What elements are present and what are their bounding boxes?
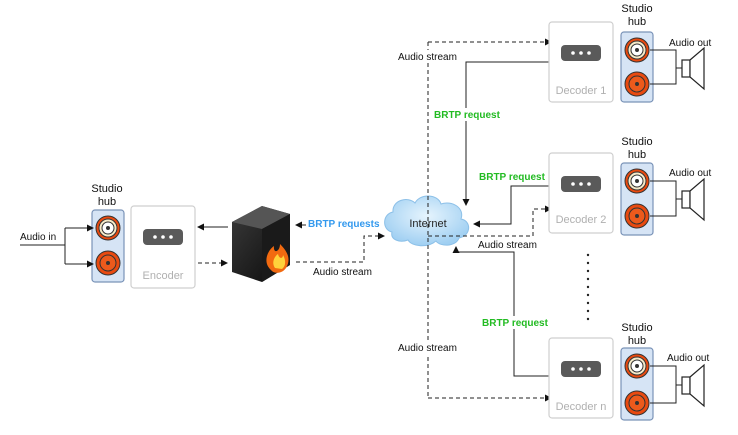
encoder-box bbox=[130, 205, 196, 289]
xlr-connector-icon bbox=[95, 215, 121, 241]
studio-label: Studio bbox=[621, 136, 652, 148]
studio-hub-encoder: Studio hub bbox=[91, 183, 125, 283]
audio-out-label: Audio out bbox=[669, 38, 711, 49]
hub-label: hub bbox=[628, 16, 646, 28]
xlr-connector-icon bbox=[624, 353, 650, 379]
decoder-2-label: Decoder 2 bbox=[556, 214, 607, 226]
brtp-request-lines: BRTP request BRTP request BRTP request bbox=[432, 61, 550, 377]
decoder-n-label: Decoder n bbox=[556, 401, 607, 413]
audio-stream-label-n: Audio stream bbox=[398, 343, 457, 354]
studio-label: Studio bbox=[621, 322, 652, 334]
studio-hub-decoder-n: Studio hub Audio out bbox=[620, 322, 709, 421]
audio-stream-firewall-arrow bbox=[296, 232, 385, 263]
audio-stream-label-1: Audio stream bbox=[398, 52, 457, 63]
decoder-1-device: Decoder 1 bbox=[548, 21, 614, 103]
decoder-1-label: Decoder 1 bbox=[556, 85, 607, 97]
brtp-request-label-2: BRTP request bbox=[479, 172, 546, 183]
hub-label: hub bbox=[628, 335, 646, 347]
hub-label: hub bbox=[628, 149, 646, 161]
firewall-icon bbox=[232, 206, 290, 282]
audio-stream-label-2: Audio stream bbox=[478, 240, 537, 251]
decoder-2-device: Decoder 2 bbox=[548, 152, 614, 234]
cloud-icon: Internet bbox=[384, 195, 470, 247]
brtp-requests-label: BRTP requests bbox=[308, 219, 380, 230]
speaker-icon bbox=[681, 46, 705, 91]
xlr-connector-icon bbox=[624, 71, 650, 97]
studio-label: Studio bbox=[621, 3, 652, 15]
audio-stream-trunk: Audio stream Audio stream Audio stream bbox=[396, 38, 552, 402]
speaker-icon bbox=[681, 177, 705, 222]
studio-hub-decoder-2: Studio hub Audio out bbox=[620, 136, 711, 236]
hub-label: hub bbox=[98, 196, 116, 208]
brtp-request-label-n: BRTP request bbox=[482, 318, 549, 329]
encoder-label: Encoder bbox=[143, 270, 184, 282]
xlr-connector-icon bbox=[624, 390, 650, 416]
audio-in-label: Audio in bbox=[20, 232, 56, 243]
audio-stream-label: Audio stream bbox=[313, 267, 372, 278]
brtp-request-label-1: BRTP request bbox=[434, 110, 501, 121]
speaker-icon bbox=[681, 363, 705, 408]
encoder-device: Encoder bbox=[130, 205, 196, 289]
audio-out-label: Audio out bbox=[669, 168, 711, 179]
xlr-connector-icon bbox=[624, 37, 650, 63]
audio-out-label: Audio out bbox=[667, 353, 709, 364]
audio-in-connection: Audio in bbox=[20, 224, 94, 268]
more-decoders-dots bbox=[586, 253, 590, 321]
studio-label: Studio bbox=[91, 183, 122, 195]
studio-hub-decoder-1: Studio hub Audio out bbox=[620, 3, 711, 103]
xlr-connector-icon bbox=[95, 250, 121, 276]
xlr-connector-icon bbox=[624, 203, 650, 229]
xlr-connector-icon bbox=[624, 168, 650, 194]
decoder-n-device: Decoder n bbox=[548, 337, 614, 419]
